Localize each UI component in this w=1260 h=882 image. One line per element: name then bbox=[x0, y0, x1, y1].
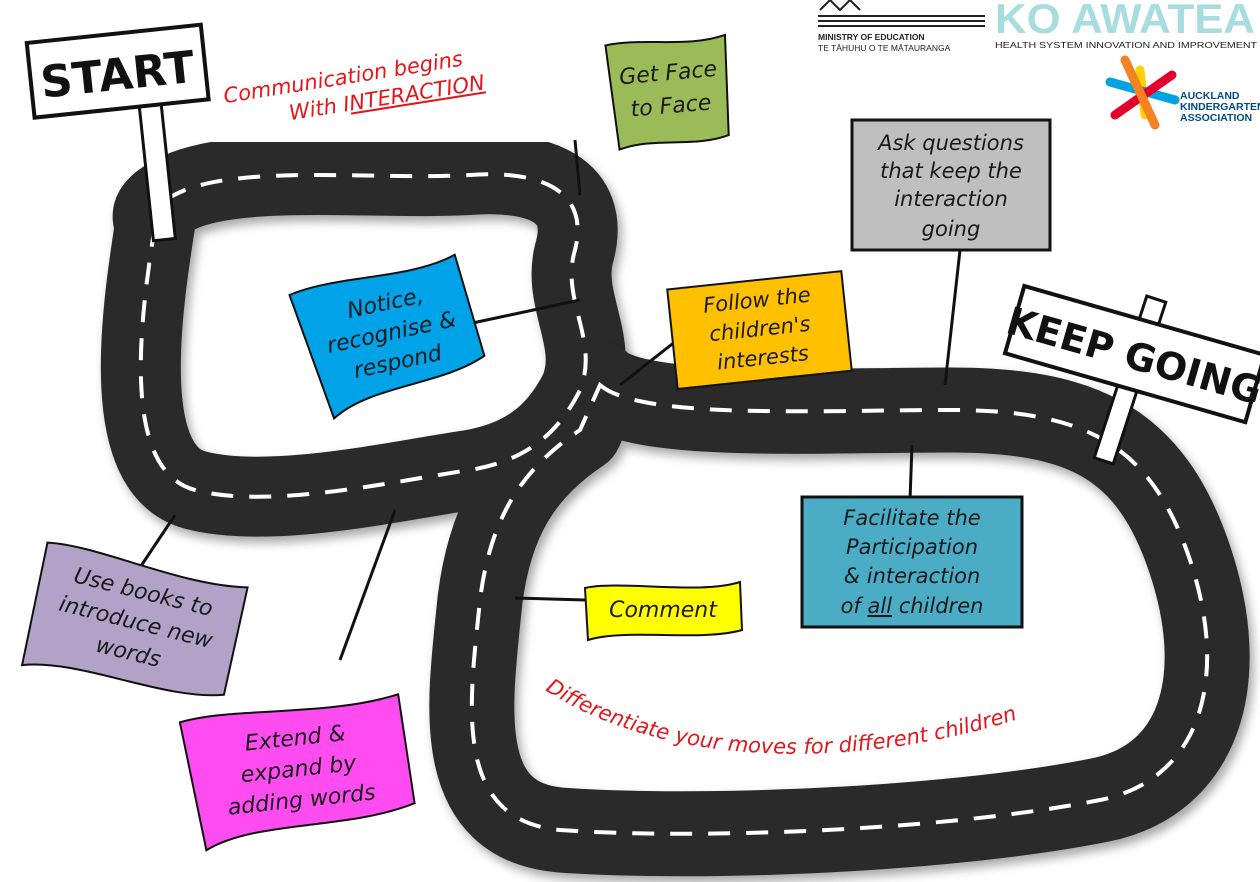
differentiate-caption: Differentiate your moves for different c… bbox=[542, 674, 1019, 759]
ask-questions-line2: that keep the bbox=[880, 159, 1022, 183]
ask-questions-line1: Ask questions bbox=[876, 131, 1024, 155]
moe-emblem-icon bbox=[818, 0, 985, 27]
ask-questions-box: Ask questions that keep the interaction … bbox=[850, 118, 1052, 252]
ask-questions-line4: going bbox=[922, 217, 981, 241]
comment-flag: Comment bbox=[583, 580, 744, 642]
facilitate-line2: Participation bbox=[846, 535, 978, 559]
aka-line2: KINDERGARTEN bbox=[1180, 101, 1260, 113]
facilitate-line4: of all children bbox=[841, 594, 984, 618]
ko-awatea-subtitle: HEALTH SYSTEM INNOVATION AND IMPROVEMENT bbox=[995, 40, 1257, 50]
comment-label: Comment bbox=[609, 598, 718, 623]
moe-line2: TE TĀHUHU O TE MĀTAURANGA bbox=[818, 43, 951, 53]
notice-flag: Notice, recognise & respond bbox=[288, 253, 486, 421]
aka-line3: ASSOCIATION bbox=[1180, 112, 1252, 124]
aka-line1: AUCKLAND bbox=[1180, 90, 1240, 102]
communication-caption: Communication begins With INTERACTION bbox=[222, 47, 487, 126]
start-sign: START bbox=[24, 22, 211, 243]
follow-box: Follow the children's interests bbox=[666, 270, 853, 391]
ministry-of-education-logo: MINISTRY OF EDUCATION TE TĀHUHU O TE MĀT… bbox=[818, 0, 985, 53]
road-center-dashes-upper bbox=[138, 172, 588, 499]
facilitate-line1: Facilitate the bbox=[843, 506, 980, 530]
use-books-flag: Use books to introduce new words bbox=[20, 541, 249, 697]
auckland-kindergarten-logo: AUCKLAND KINDERGARTEN ASSOCIATION bbox=[1105, 55, 1260, 130]
aka-star-icon bbox=[1105, 55, 1180, 130]
facilitate-box: Facilitate the Participation & interacti… bbox=[800, 495, 1024, 629]
facilitate-line3: & interaction bbox=[844, 564, 981, 588]
moe-line1: MINISTRY OF EDUCATION bbox=[818, 32, 925, 42]
ko-awatea-wordmark: KO AWATEA bbox=[995, 0, 1255, 42]
extend-flag: Extend & expand by adding words bbox=[178, 693, 416, 852]
ko-awatea-logo: KO AWATEA HEALTH SYSTEM INNOVATION AND I… bbox=[995, 0, 1257, 50]
face-to-face-flag: Get Face to Face bbox=[604, 33, 730, 151]
road-center-dashes-lower bbox=[469, 381, 1210, 836]
ask-questions-line3: interaction bbox=[894, 187, 1008, 211]
road bbox=[100, 134, 1250, 877]
